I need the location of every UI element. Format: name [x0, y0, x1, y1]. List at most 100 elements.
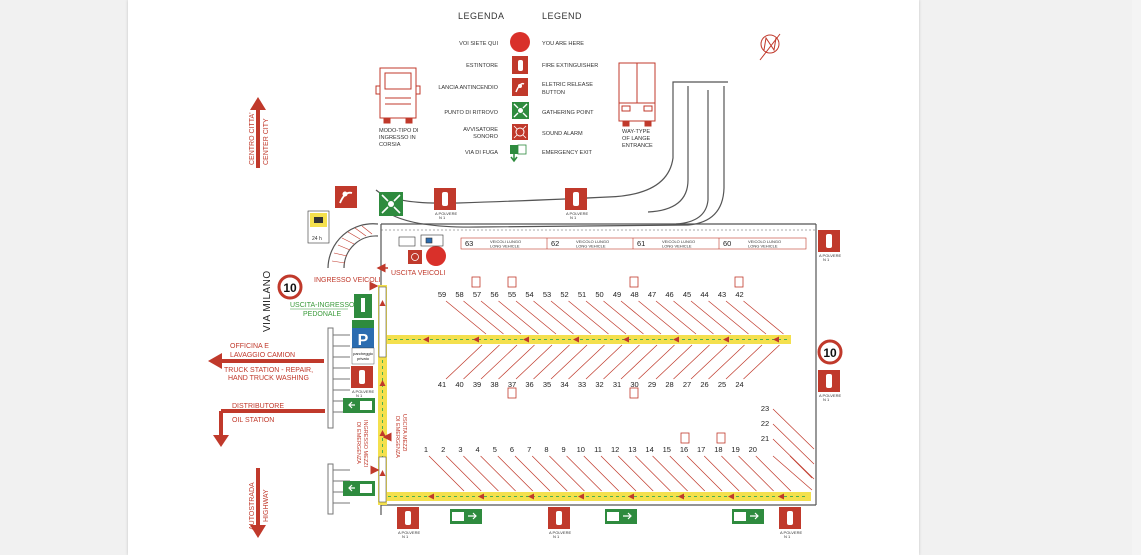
fire-extinguisher-sign-2: A POLVERE N 1 — [565, 188, 588, 220]
stall-number: 17 — [697, 445, 705, 454]
stall-line — [620, 344, 658, 380]
long-stall-number: 63 — [465, 239, 473, 248]
center-city-arrow: CENTRO CITTA' CENTER CITY — [249, 97, 270, 168]
stall-line — [772, 438, 815, 480]
stall-line — [721, 455, 757, 492]
site-boundary — [327, 223, 817, 515]
stall-number: 36 — [525, 380, 533, 389]
stall-line — [549, 455, 585, 492]
stall-line — [480, 344, 518, 380]
stall-line — [686, 455, 723, 492]
legend-row-6-it: VIA DI FUGA — [465, 150, 498, 156]
stall-number: 52 — [560, 290, 568, 299]
fire-extinguisher-sign-1: A POLVERE N 1 — [434, 188, 457, 220]
stall-line — [617, 455, 654, 492]
stall-line — [531, 455, 568, 492]
stall-line — [772, 455, 813, 491]
long-vehicle-label-en: LONG VEHICLE — [490, 244, 520, 249]
legend-row-3-it: LANCIA ANTINCENDIO — [438, 85, 498, 91]
fire-hose-icon — [512, 78, 528, 96]
stall-line — [772, 423, 815, 465]
long-vehicle-label-en: LONG VEHICLE — [748, 244, 778, 249]
stall-number: 32 — [595, 380, 603, 389]
site-plan-drawing: LEGENDA LEGEND VOI SIETE QUI YOU ARE HER… — [208, 11, 843, 539]
highway-arrow: AUTOSTRADA HIGHWAY — [249, 468, 270, 538]
highway-label-en: HIGHWAY — [263, 489, 270, 522]
stall-number: 10 — [577, 445, 585, 454]
legend-row-1-en: YOU ARE HERE — [542, 41, 584, 47]
long-vehicle-label-it: VEICOLO LUNGO — [748, 239, 781, 244]
highway-label-it: AUTOSTRADA — [249, 482, 256, 530]
legend-title-it: LEGENDA — [458, 11, 505, 21]
side-fence — [327, 327, 350, 515]
stall-number: 27 — [683, 380, 691, 389]
fire-extinguisher-sign-6: A POLVERE N 1 — [397, 507, 420, 539]
legend-row-1-it: VOI SIETE QUI — [459, 41, 498, 47]
control-box — [398, 234, 444, 247]
stall-line — [566, 455, 602, 492]
stall-line — [690, 344, 728, 380]
long-stall-number: 60 — [723, 239, 731, 248]
scrollbar-track[interactable] — [1132, 0, 1141, 555]
long-vehicle-label-en: LONG VEHICLE — [576, 244, 606, 249]
fire-extinguisher-sign-4: A POLVERE N 1 — [818, 370, 841, 402]
stall-number: 35 — [543, 380, 551, 389]
emergency-exit-sign — [605, 509, 637, 524]
stall-line — [463, 344, 500, 380]
stall-line — [673, 344, 710, 380]
stall-line — [603, 300, 644, 335]
truck-station-label-2: HAND TRUCK WASHING — [228, 375, 309, 382]
stall-number: 50 — [595, 290, 603, 299]
parking-sign: P parcheggio privato — [351, 320, 375, 365]
stall-number: 30 — [630, 380, 638, 389]
officina-label-2: LAVAGGIO CAMION — [230, 352, 295, 359]
stall-number: 40 — [455, 380, 463, 389]
stall-line — [585, 344, 623, 380]
stall-line — [673, 300, 714, 335]
stall-number: 2 — [441, 445, 445, 454]
stall-number: 34 — [560, 380, 568, 389]
extinguisher-sub: N 1 — [823, 257, 830, 262]
truck-station-label-1: TRUCK STATION - REPAIR, — [224, 367, 313, 374]
truck-marker-icon — [507, 387, 517, 399]
fire-extinguisher-icon — [512, 56, 528, 74]
stall-line — [725, 300, 767, 335]
stall-number: 23 — [761, 404, 769, 413]
truck-marker-icon — [507, 276, 517, 288]
north-arrow-icon — [759, 33, 781, 61]
stall-line — [550, 300, 592, 335]
extinguisher-sub: N 1 — [356, 393, 363, 398]
stall-line — [789, 455, 813, 479]
truck-marker-icon — [629, 387, 639, 399]
legend-row-3-en2: BUTTON — [542, 90, 565, 96]
sound-alarm-sign — [408, 250, 422, 264]
legend-row-2-it: ESTINTORE — [466, 63, 498, 69]
truck-left-line-2: INGRESSO IN — [379, 135, 416, 141]
pedestrian-gate-label-2: PEDONALE — [303, 311, 341, 318]
stall-line — [514, 455, 551, 492]
oil-station-label: OIL STATION — [232, 417, 274, 424]
extinguisher-caption: A POLVERE — [819, 253, 841, 258]
long-vehicle-label-it: VEICOLO LUNGO — [662, 239, 695, 244]
extinguisher-caption: A POLVERE — [398, 530, 420, 535]
truck-marker-icon — [716, 432, 726, 444]
stall-line — [498, 300, 539, 335]
fire-hose-sign — [335, 186, 357, 208]
stall-number: 19 — [731, 445, 739, 454]
stall-line — [533, 300, 574, 335]
truck-marker-icon — [471, 276, 481, 288]
vehicle-entrance-label: INGRESSO VEICOLI — [314, 277, 381, 284]
extinguisher-sub: N 1 — [823, 397, 830, 402]
stall-line — [638, 344, 675, 380]
stall-number: 38 — [490, 380, 498, 389]
stall-line — [772, 408, 815, 450]
truck-marker-icon — [629, 276, 639, 288]
truck-left-line-1: MODO-TIPO DI — [379, 128, 419, 134]
speed-limit-sign: 10 — [277, 274, 303, 300]
speed-limit-value: 10 — [823, 346, 837, 360]
stall-number: 51 — [578, 290, 586, 299]
truck-left-line-3: CORSIA — [379, 142, 401, 148]
stall-number: 16 — [680, 445, 688, 454]
stall-number: 5 — [493, 445, 497, 454]
